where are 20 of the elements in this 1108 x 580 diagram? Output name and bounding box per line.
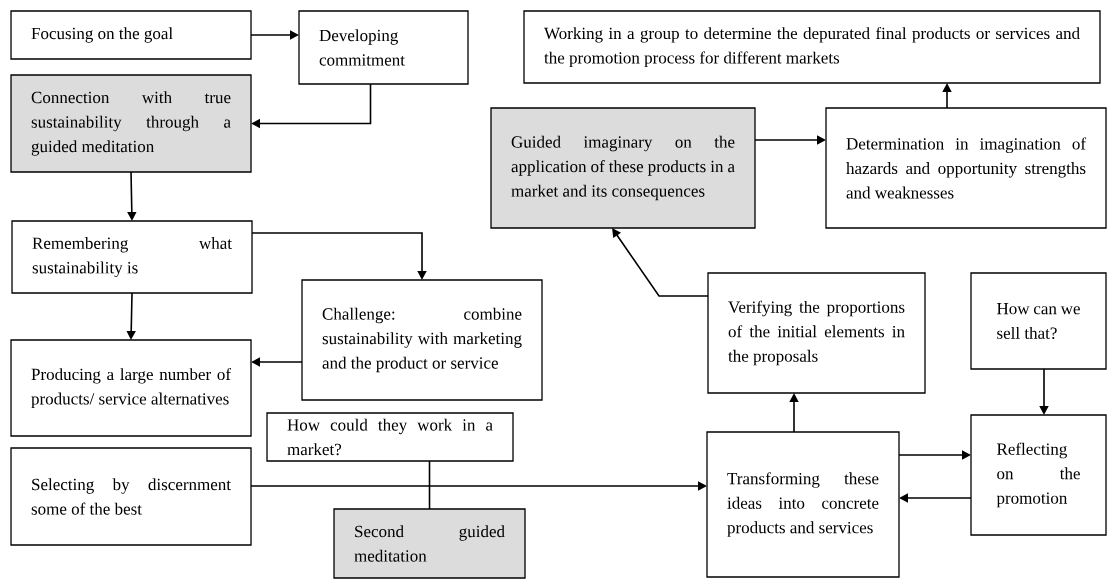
process-box: Transforming these ideas into concrete products and services [706, 431, 900, 578]
arrow [250, 30, 299, 40]
process-box: Producing a large number of products/ service alternatives [10, 339, 252, 437]
process-box: Challenge: combine sustainability with marketing and the product or service [301, 279, 543, 401]
process-box: Developing commitment [298, 10, 469, 85]
process-box: Guided imaginary on the application of these products in a market and its consequences [490, 107, 756, 229]
process-box: Verifying the proportions of the initial elements in the proposals [707, 272, 926, 394]
arrow [612, 228, 709, 297]
process-box: Selecting by discernment some of the best [10, 447, 252, 546]
arrow [789, 393, 799, 433]
process-box: Connection with true sustainability through a guided meditation [10, 74, 252, 173]
process-box: Focusing on the goal [10, 10, 252, 60]
process-box: How can we sell that? [970, 272, 1107, 370]
process-box: Determination in imagination of hazards and opportunity strengths and weaknesses [825, 107, 1107, 229]
process-box: Reflecting on the promotion [970, 414, 1107, 536]
process-box: Second guided meditation [333, 508, 526, 579]
process-box: How could they work in a market? [266, 412, 514, 462]
process-box: Working in a group to determine the depurated final products or services and the promotion process for different markets [523, 10, 1101, 84]
connector-line [428, 460, 431, 510]
process-box: Remembering what sustainability is [11, 220, 253, 294]
